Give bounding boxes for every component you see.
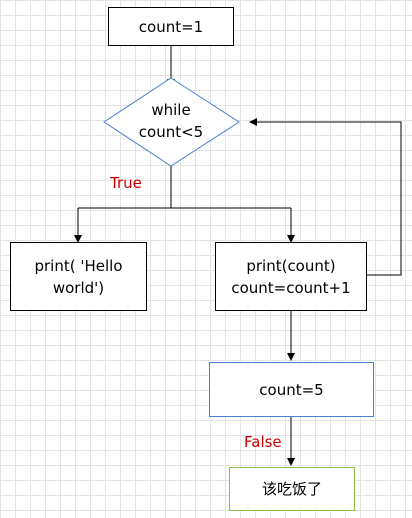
print-count-line-2: count=count+1 (231, 278, 351, 297)
false-branch-label: False (244, 433, 282, 451)
init-node: count=1 (108, 7, 234, 46)
end-node-text: 该吃饭了 (261, 480, 322, 498)
print-count-line-1: print(count) (246, 256, 336, 275)
true-branch-label: True (110, 174, 142, 192)
decision-text: while count<5 (124, 99, 218, 143)
decision-line-2: count<5 (138, 123, 204, 141)
print-hello-line-1: print( 'Hello (34, 256, 123, 275)
count-five-text: count=5 (259, 380, 324, 399)
init-node-text: count=1 (138, 17, 204, 36)
print-hello-node: print( 'Hello world') (10, 242, 147, 311)
end-node: 该吃饭了 (229, 467, 355, 511)
decision-line-1: while (151, 101, 191, 119)
arrow-loop-back (249, 118, 402, 276)
count-five-node: count=5 (209, 362, 374, 417)
print-count-node: print(count) count=count+1 (215, 242, 367, 311)
print-hello-line-2: world') (52, 278, 105, 297)
